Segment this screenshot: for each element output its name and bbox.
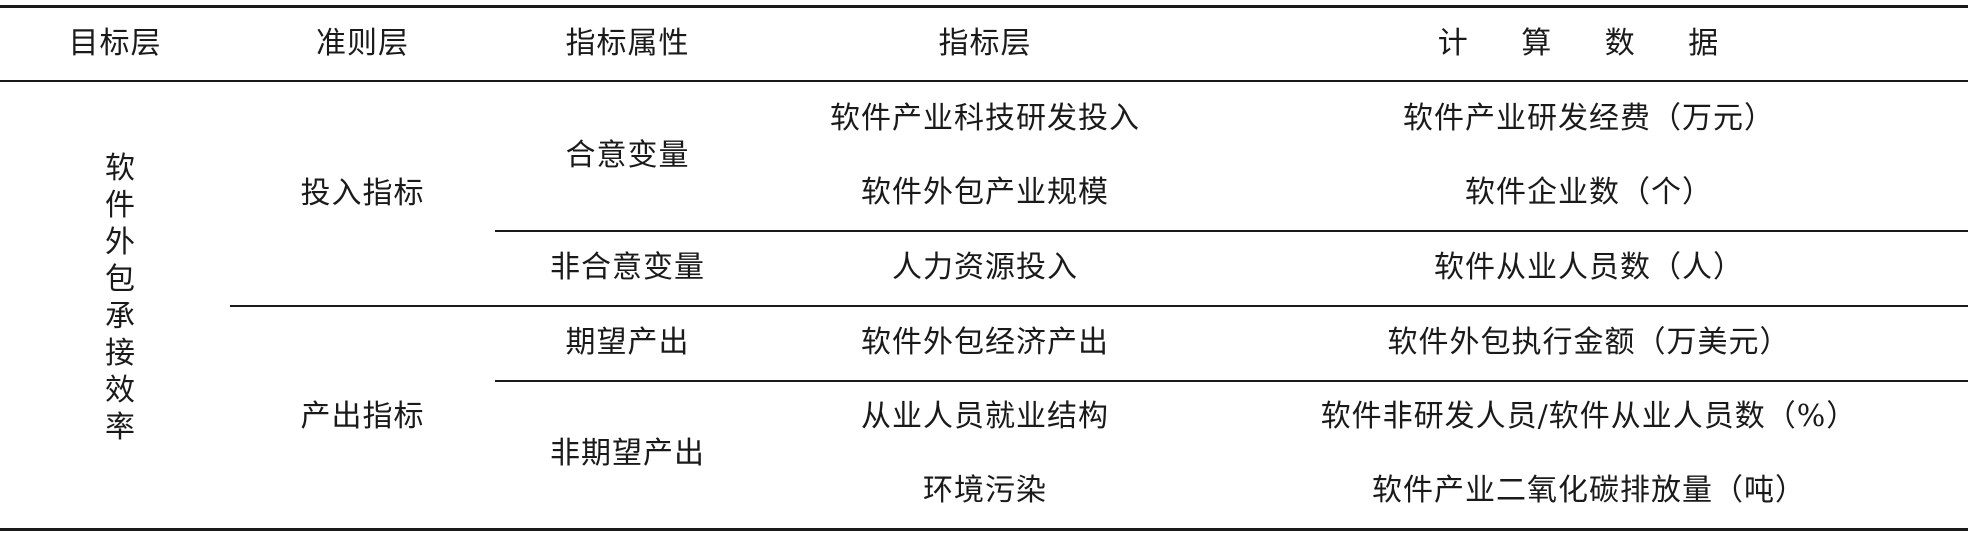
indicator-cell: 从业人员就业结构 (861, 399, 1109, 434)
calc-data-cell: 软件企业数（个） (1465, 175, 1713, 210)
criterion-output: 产出指标 (300, 398, 425, 434)
header-attribute: 指标属性 (565, 26, 690, 61)
indicator-cell: 环境污染 (923, 473, 1047, 508)
calc-data-cell: 软件非研发人员/软件从业人员数（%） (1320, 399, 1858, 434)
table-bottom-rule (0, 528, 1968, 531)
attribute-non-discretionary: 非合意变量 (550, 249, 705, 285)
attribute-desired-output: 期望产出 (565, 324, 690, 360)
calc-data-cell: 软件产业二氧化碳排放量（吨） (1372, 473, 1806, 508)
table-header-rule (0, 80, 1968, 82)
attribute-discretionary: 合意变量 (565, 138, 690, 173)
table-top-rule (0, 5, 1968, 8)
header-calc-data: 计 算 数 据 (1437, 26, 1741, 61)
row-divider (495, 380, 1968, 382)
row-divider (230, 305, 1968, 307)
calc-data-cell: 软件产业研发经费（万元） (1403, 101, 1775, 136)
attribute-undesired-output: 非期望产出 (550, 436, 705, 471)
calc-data-cell: 软件外包执行金额（万美元） (1387, 324, 1791, 360)
header-target-layer: 目标层 (68, 26, 162, 61)
calc-data-cell: 软件从业人员数（人） (1434, 249, 1744, 285)
row-divider (495, 230, 1968, 232)
header-criterion-layer: 准则层 (316, 26, 409, 61)
indicator-cell: 人力资源投入 (892, 249, 1078, 285)
target-layer-label: 软件外包承接效率 (105, 151, 135, 445)
target-layer-cell: 软件外包承接效率 (100, 150, 140, 446)
criterion-input: 投入指标 (300, 175, 425, 211)
indicator-cell: 软件外包产业规模 (861, 175, 1109, 210)
indicator-cell: 软件外包经济产出 (861, 324, 1109, 360)
header-indicator-layer: 指标层 (938, 26, 1032, 61)
indicator-cell: 软件产业科技研发投入 (830, 101, 1140, 136)
